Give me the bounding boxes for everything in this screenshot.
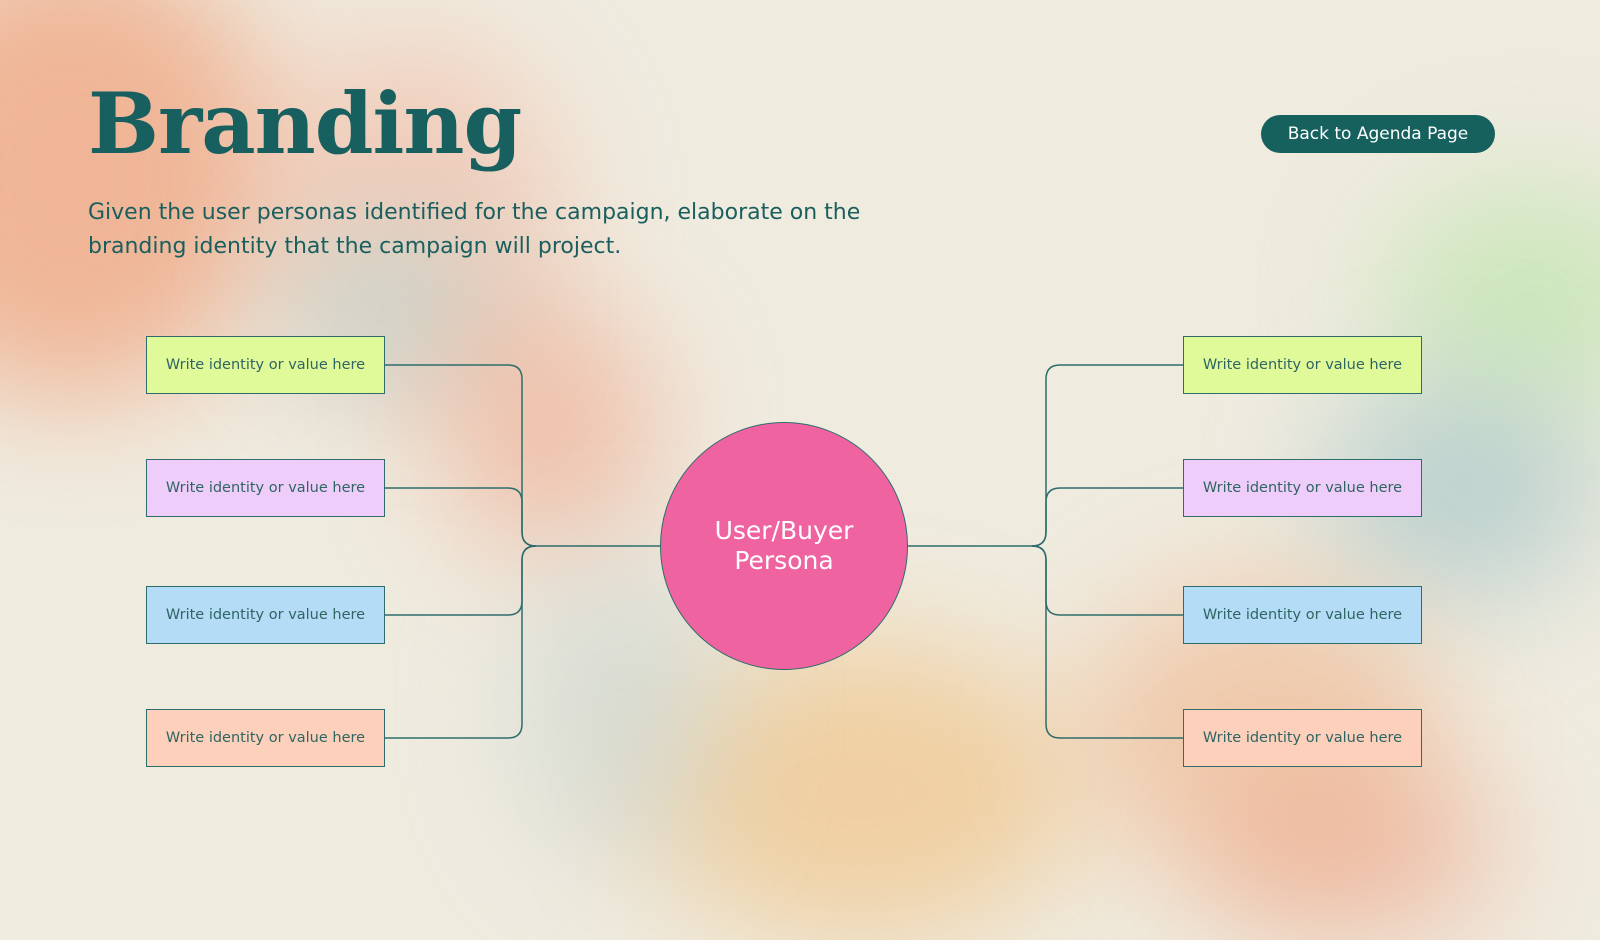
mind-map-connectors	[385, 364, 1183, 739]
left-identity-box-1[interactable]: Write identity or value here	[146, 336, 385, 394]
page-subtitle: Given the user personas identified for t…	[88, 200, 861, 259]
connector-left-2	[385, 487, 537, 547]
right-identity-box-3[interactable]: Write identity or value here	[1183, 586, 1422, 644]
right-identity-box-1[interactable]: Write identity or value here	[1183, 336, 1422, 394]
right-identity-box-4[interactable]: Write identity or value here	[1183, 709, 1422, 767]
connector-left-4	[385, 545, 537, 739]
left-identity-box-3[interactable]: Write identity or value here	[146, 586, 385, 644]
left-identity-box-4[interactable]: Write identity or value here	[146, 709, 385, 767]
persona-center-label: User/Buyer Persona	[714, 516, 854, 575]
connector-left-3	[385, 545, 537, 616]
right-identity-box-2[interactable]: Write identity or value here	[1183, 459, 1422, 517]
persona-center-node[interactable]: User/Buyer Persona	[660, 422, 908, 670]
connector-right-4	[1031, 545, 1183, 739]
connector-right-2	[1031, 487, 1183, 547]
back-to-agenda-button[interactable]: Back to Agenda Page	[1261, 115, 1495, 153]
page-title: Branding	[88, 74, 522, 173]
connector-right-3	[1031, 545, 1183, 616]
left-identity-box-2[interactable]: Write identity or value here	[146, 459, 385, 517]
